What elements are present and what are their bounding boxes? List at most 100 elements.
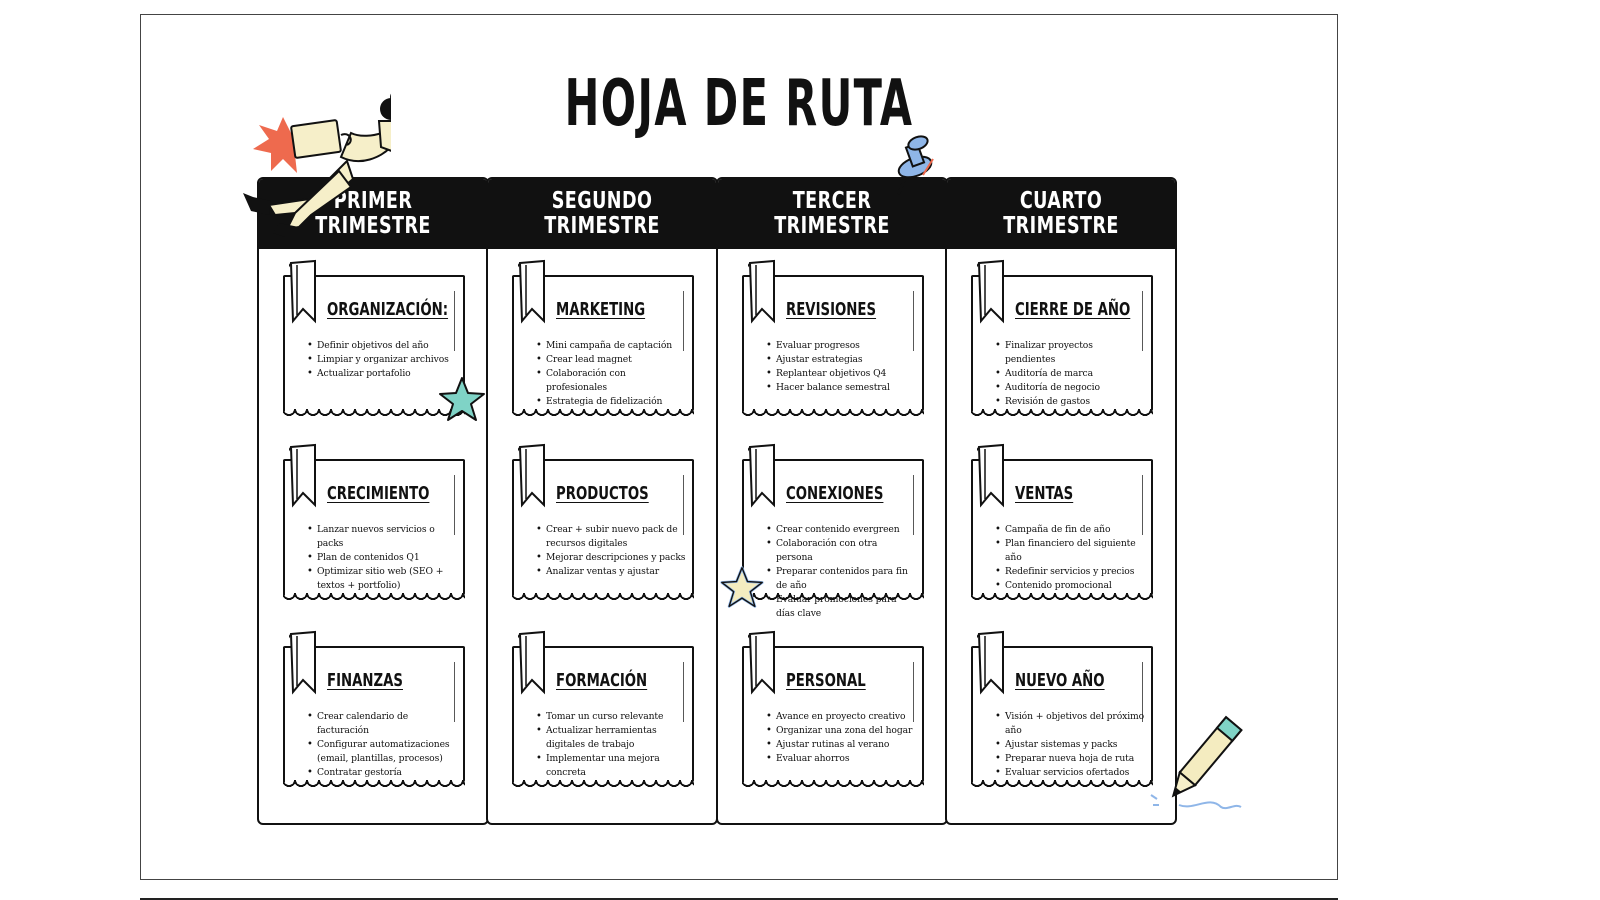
task-card: NUEVO AÑO Visión + objetivos del próximo … <box>971 630 1153 789</box>
quarter-heading-label: PRIMER TRIMESTRE <box>315 188 431 239</box>
task-item: Evaluar servicios ofertados <box>995 766 1145 780</box>
card-edge-line <box>1142 475 1144 535</box>
card-edge-line <box>913 662 915 722</box>
card-title: VENTAS <box>1015 483 1074 504</box>
pencil-icon <box>1150 715 1243 810</box>
bookmark-icon <box>515 259 548 327</box>
task-card: CONEXIONES Crear contenido evergreenColab… <box>742 443 924 619</box>
task-item: Optimizar sitio web (SEO + textos + port… <box>307 565 457 593</box>
task-item: Auditoría de marca <box>995 367 1145 381</box>
card-task-list: Crear contenido evergreenColaboración co… <box>766 523 916 621</box>
task-item: Evaluar promociones para días clave <box>766 593 916 621</box>
card-edge-line <box>454 291 456 351</box>
task-item: Crear lead magnet <box>536 353 686 367</box>
card-title: REVISIONES <box>786 299 877 320</box>
card-edge-line <box>1142 662 1144 722</box>
task-item: Crear calendario de facturación <box>307 710 457 738</box>
page-title: HOJA DE RUTA <box>564 67 914 141</box>
card-task-list: Lanzar nuevos servicios o packsPlan de c… <box>307 523 457 593</box>
task-item: Configurar automatizaciones (email, plan… <box>307 738 457 766</box>
card-task-list: Mini campaña de captaciónCrear lead magn… <box>536 339 686 409</box>
card-task-list: Visión + objetivos del próximo añoAjusta… <box>995 710 1145 780</box>
card-title: FINANZAS <box>327 670 403 691</box>
task-item: Organizar una zona del hogar <box>766 724 916 738</box>
card-title: CRECIMIENTO <box>327 483 430 504</box>
bookmark-icon <box>974 630 1007 698</box>
task-item: Tomar un curso relevante <box>536 710 686 724</box>
person-laptop-illustration <box>243 93 391 237</box>
quarter-heading-label: TERCER TRIMESTRE <box>774 188 890 239</box>
bookmark-icon <box>286 443 319 511</box>
task-item: Lanzar nuevos servicios o packs <box>307 523 457 551</box>
card-task-list: Finalizar proyectos pendientesAuditoría … <box>995 339 1145 409</box>
task-item: Limpiar y organizar archivos <box>307 353 457 367</box>
bookmark-icon <box>745 630 778 698</box>
task-item: Preparar contenidos para fin de año <box>766 565 916 593</box>
card-task-list: Tomar un curso relevanteActualizar herra… <box>536 710 686 780</box>
task-item: Auditoría de negocio <box>995 381 1145 395</box>
star-icon <box>720 566 764 608</box>
task-item: Campaña de fin de año <box>995 523 1145 537</box>
bookmark-icon <box>515 630 548 698</box>
task-card: CRECIMIENTO Lanzar nuevos servicios o pac… <box>283 443 465 602</box>
task-item: Mejorar descripciones y packs <box>536 551 686 565</box>
card-edge-line <box>683 291 685 351</box>
card-title: PERSONAL <box>786 670 866 691</box>
card-edge-line <box>454 662 456 722</box>
card-task-list: Definir objetivos del añoLimpiar y organ… <box>307 339 457 381</box>
card-title: MARKETING <box>556 299 646 320</box>
quarter-column: CUARTO TRIMESTRE CIERRE DE AÑO Finalizar p… <box>945 177 1177 825</box>
task-item: Hacer balance semestral <box>766 381 916 395</box>
task-item: Replantear objetivos Q4 <box>766 367 916 381</box>
card-title: CONEXIONES <box>786 483 884 504</box>
task-item: Redefinir servicios y precios <box>995 565 1145 579</box>
task-item: Evaluar progresos <box>766 339 916 353</box>
task-card: ORGANIZACIÓN:Definir objetivos del añoLi… <box>283 259 465 418</box>
bookmark-icon <box>286 259 319 327</box>
card-task-list: Evaluar progresosAjustar estrategiasRepl… <box>766 339 916 395</box>
task-item: Estrategia de fidelización <box>536 395 686 409</box>
bookmark-icon <box>515 443 548 511</box>
card-task-list: Avance en proyecto creativoOrganizar una… <box>766 710 916 766</box>
task-item: Ajustar rutinas al verano <box>766 738 916 752</box>
task-item: Finalizar proyectos pendientes <box>995 339 1145 367</box>
task-item: Analizar ventas y ajustar <box>536 565 686 579</box>
task-item: Contenido promocional <box>995 579 1145 593</box>
card-task-list: Crear + subir nuevo pack de recursos dig… <box>536 523 686 579</box>
quarter-heading: CUARTO TRIMESTRE <box>947 179 1175 249</box>
bookmark-icon <box>745 259 778 327</box>
quarter-column: TERCER TRIMESTRE REVISIONES Evaluar progre… <box>716 177 948 825</box>
task-card: REVISIONES Evaluar progresosAjustar estra… <box>742 259 924 418</box>
task-card: VENTAS Campaña de fin de añoPlan financie… <box>971 443 1153 602</box>
task-card: MARKETING Mini campaña de captaciónCrear … <box>512 259 694 418</box>
card-edge-line <box>454 475 456 535</box>
card-title: NUEVO AÑO <box>1015 670 1105 691</box>
quarter-heading: PRIMER TRIMESTRE <box>259 179 487 249</box>
task-item: Visión + objetivos del próximo año <box>995 710 1145 738</box>
task-item: Implementar una mejora concreta <box>536 752 686 780</box>
task-item: Ajustar estrategias <box>766 353 916 367</box>
task-item: Plan financiero del siguiente año <box>995 537 1145 565</box>
card-edge-line <box>913 291 915 351</box>
quarter-heading-label: CUARTO TRIMESTRE <box>1003 188 1119 239</box>
card-title: PRODUCTOS <box>556 483 649 504</box>
task-item: Evaluar ahorros <box>766 752 916 766</box>
task-item: Crear + subir nuevo pack de recursos dig… <box>536 523 686 551</box>
card-title: CIERRE DE AÑO <box>1015 299 1131 320</box>
task-card: CIERRE DE AÑO Finalizar proyectos pendien… <box>971 259 1153 418</box>
next-page-edge <box>140 898 1338 900</box>
task-item: Colaboración con profesionales <box>536 367 686 395</box>
bookmark-icon <box>974 443 1007 511</box>
task-item: Revisión de gastos <box>995 395 1145 409</box>
document-page: HOJA DE RUTA PRIMER TRIMESTRE ORGANIZACIÓ… <box>140 14 1338 880</box>
card-edge-line <box>913 475 915 535</box>
card-edge-line <box>683 475 685 535</box>
card-title: FORMACIÓN <box>556 670 648 691</box>
card-edge-line <box>1142 291 1144 351</box>
card-task-list: Crear calendario de facturaciónConfigura… <box>307 710 457 780</box>
task-item: Colaboración con otra persona <box>766 537 916 565</box>
bookmark-icon <box>745 443 778 511</box>
task-card: FINANZAS Crear calendario de facturaciónC… <box>283 630 465 789</box>
task-item: Crear contenido evergreen <box>766 523 916 537</box>
quarter-column: SEGUNDO TRIMESTREMARKETINGMini campaña d… <box>486 177 718 825</box>
